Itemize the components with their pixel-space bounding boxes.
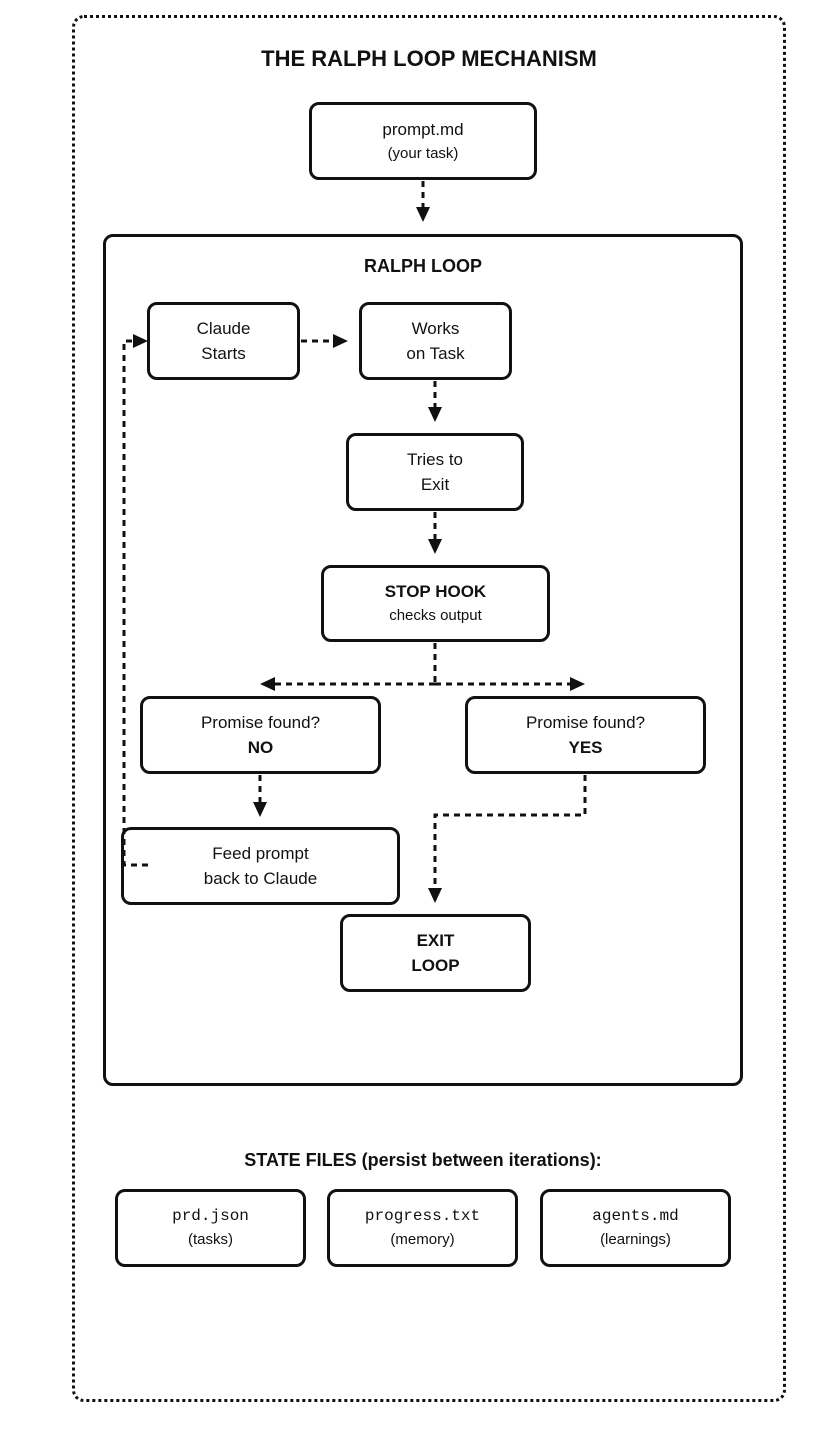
stop-hook-desc: checks output (389, 607, 482, 624)
feed-prompt-line-1: Feed prompt (212, 844, 309, 863)
arrowhead-tries-to-stophook (428, 539, 442, 554)
state-files-heading: STATE FILES (persist between iterations)… (244, 1150, 602, 1170)
state-file-name: progress.txt (364, 1207, 481, 1225)
claude-starts-line-2: Starts (201, 344, 246, 363)
arrow-feed-back-to-claude (122, 339, 148, 867)
state-file-desc: (tasks) (188, 1231, 233, 1248)
arrowhead-claude-to-works (333, 334, 348, 348)
promise-no-answer: NO (247, 738, 274, 757)
arrow-yes-to-exit (433, 775, 587, 889)
arrowhead-no-to-feed (253, 802, 267, 817)
promise-no-question: Promise found? (200, 713, 321, 732)
state-file-name: prd.json (172, 1207, 249, 1225)
tries-to-exit-line-1: Tries to (406, 450, 464, 469)
exit-loop-line-1: EXIT (416, 931, 455, 950)
arrowhead-yes-to-exit (428, 888, 442, 903)
ralph-loop-label: RALPH LOOP (363, 256, 482, 276)
state-file-desc: (memory) (390, 1231, 455, 1248)
promise-yes-box: Promise found? YES (465, 696, 706, 774)
state-file-name: agents.md (592, 1207, 679, 1225)
claude-starts-line-1: Claude (196, 319, 251, 338)
state-file-desc: (learnings) (600, 1231, 671, 1248)
diagram-frame (72, 15, 786, 1402)
claude-starts-box: Claude Starts (147, 302, 300, 380)
works-on-task-box: Works on Task (359, 302, 512, 380)
arrowhead-split-to-yes (570, 677, 585, 691)
state-file-agents-md: agents.md (learnings) (540, 1189, 731, 1267)
arrowhead-split-to-no (260, 677, 275, 691)
feed-prompt-line-2: back to Claude (203, 869, 318, 888)
diagram-title: THE RALPH LOOP MECHANISM (261, 46, 597, 71)
feed-prompt-box: Feed prompt back to Claude (121, 827, 400, 905)
arrowhead-works-to-tries (428, 407, 442, 422)
tries-to-exit-line-2: Exit (420, 475, 450, 494)
tries-to-exit-box: Tries to Exit (346, 433, 524, 511)
works-on-task-line-2: on Task (406, 344, 465, 363)
stop-hook-box: STOP HOOK checks output (321, 565, 550, 642)
state-file-progress-txt: progress.txt (memory) (327, 1189, 518, 1267)
promise-no-box: Promise found? NO (140, 696, 381, 774)
promise-yes-question: Promise found? (525, 713, 646, 732)
exit-loop-box: EXIT LOOP (340, 914, 531, 992)
prompt-box-desc: (your task) (387, 144, 459, 162)
works-on-task-line-1: Works (411, 319, 460, 338)
exit-loop-line-2: LOOP (411, 956, 460, 975)
stop-hook-title: STOP HOOK (384, 582, 487, 601)
arrowhead-feed-back-to-claude (133, 334, 148, 348)
ralph-loop-container (103, 234, 743, 1086)
arrowhead-prompt-to-loop (416, 207, 430, 222)
prompt-box-name: prompt.md (382, 119, 464, 139)
state-file-prd-json: prd.json (tasks) (115, 1189, 306, 1267)
promise-yes-answer: YES (568, 738, 603, 757)
prompt-box: prompt.md (your task) (309, 102, 537, 180)
